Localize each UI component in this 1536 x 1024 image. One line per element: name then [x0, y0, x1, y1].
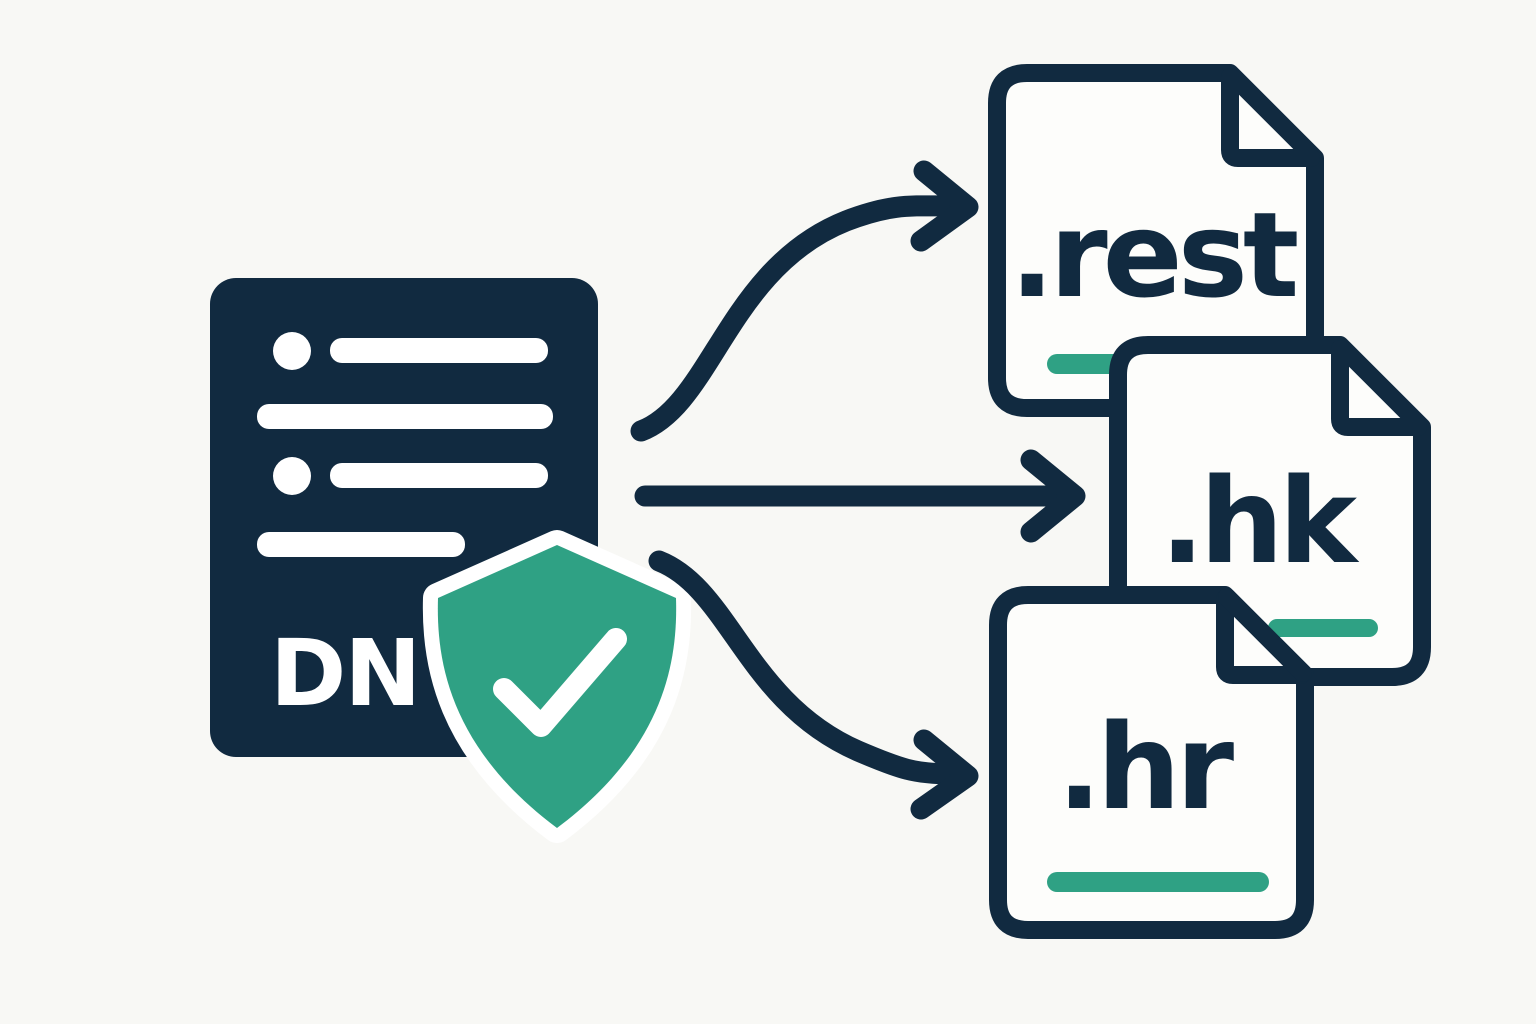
arrow-head — [910, 160, 979, 252]
folded-corner-icon — [1331, 340, 1427, 436]
shield-check-icon — [422, 530, 692, 843]
file-label: .hr — [1057, 698, 1234, 836]
arrow-to-rest-icon — [630, 160, 979, 442]
checkmark-icon — [493, 628, 627, 737]
record-bar — [330, 463, 548, 488]
file-hr-icon: .hr — [989, 586, 1314, 939]
bullet-icon — [273, 457, 311, 495]
arrow-shaft — [630, 195, 966, 442]
file-underline-hk — [1268, 619, 1378, 637]
server-label: DN — [270, 620, 419, 727]
arrow-head — [910, 729, 979, 820]
bullet-icon — [273, 332, 311, 370]
file-label: .hk — [1160, 452, 1360, 590]
record-bar — [257, 404, 553, 429]
file-underline — [1047, 354, 1125, 374]
file-rest-icon: .rest — [988, 64, 1324, 417]
record-bar — [330, 338, 548, 363]
shield-shape — [422, 530, 692, 843]
file-underline — [1047, 872, 1269, 892]
folded-corner-icon — [1216, 590, 1310, 684]
arrow-shaft — [648, 550, 963, 785]
arrow-head — [1020, 449, 1086, 543]
arrow-to-hr-icon — [648, 550, 979, 820]
arrow-to-hk-icon — [634, 449, 1086, 543]
fold-diagonal-overlay — [1218, 588, 1312, 682]
file-label: .rest — [1010, 186, 1297, 324]
folded-corner-icon — [1221, 68, 1320, 167]
record-bar — [257, 532, 465, 557]
